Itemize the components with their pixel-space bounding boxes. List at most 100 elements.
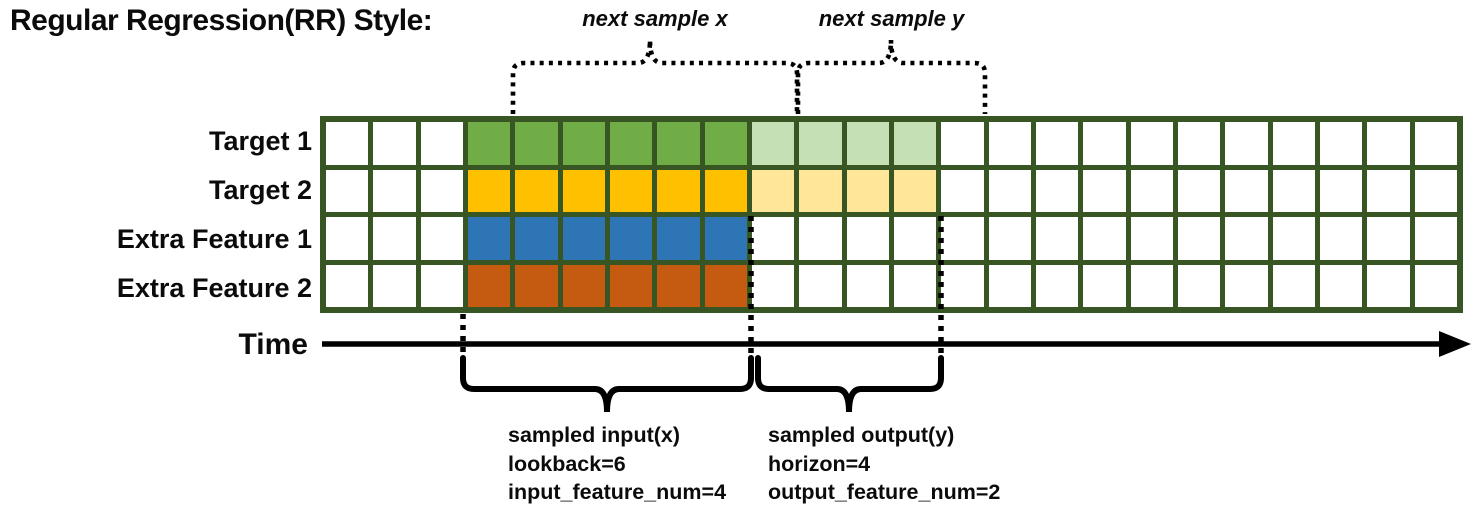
time-step-cell xyxy=(1130,122,1173,165)
time-step-cell xyxy=(704,264,747,307)
row-label-extra-feature-1: Extra Feature 1 xyxy=(116,224,312,254)
time-step-cell xyxy=(1225,122,1268,165)
time-step-cell xyxy=(1272,169,1315,212)
time-step-cell xyxy=(515,122,558,165)
time-step-cell xyxy=(373,122,416,165)
time-step-cell xyxy=(515,169,558,212)
time-step-cell xyxy=(988,169,1031,212)
time-step-cell xyxy=(1035,169,1079,212)
time-step-cell xyxy=(1414,264,1457,307)
time-step-cell xyxy=(373,217,416,260)
row-label-target-2: Target 2 xyxy=(208,175,312,205)
time-step-cell xyxy=(1319,264,1363,307)
next-sample-y-brace xyxy=(795,39,988,114)
time-step-cell xyxy=(326,217,369,260)
time-step-cell xyxy=(1319,122,1363,165)
time-step-cell xyxy=(988,217,1031,260)
time-step-cell xyxy=(1035,264,1079,307)
time-step-cell xyxy=(1319,169,1363,212)
time-step-cell xyxy=(562,217,605,260)
time-step-cell xyxy=(1083,217,1126,260)
time-step-cell xyxy=(657,217,700,260)
time-step-cell xyxy=(1319,217,1363,260)
time-step-cell xyxy=(704,217,747,260)
time-step-cell xyxy=(751,169,795,212)
time-step-cell xyxy=(941,122,984,165)
time-step-cell xyxy=(988,264,1031,307)
time-step-cell xyxy=(1130,169,1173,212)
time-step-cell xyxy=(799,122,842,165)
time-step-cell xyxy=(420,264,463,307)
sampled-input-annotation: sampled input(x) lookback=6 input_featur… xyxy=(508,421,726,507)
time-step-cell xyxy=(373,169,416,212)
time-step-cell xyxy=(1272,122,1315,165)
time-step-cell xyxy=(609,264,653,307)
time-step-cell xyxy=(1177,217,1221,260)
time-step-cell xyxy=(846,217,889,260)
time-step-cell xyxy=(846,122,889,165)
time-step-cell xyxy=(420,169,463,212)
time-step-cell xyxy=(1177,264,1221,307)
time-step-cell xyxy=(893,217,937,260)
time-step-cell xyxy=(326,169,369,212)
diagram-title: Regular Regression(RR) Style: xyxy=(10,4,433,37)
time-step-cell xyxy=(609,217,653,260)
time-step-grid xyxy=(320,116,1463,313)
time-step-cell xyxy=(657,122,700,165)
time-step-cell xyxy=(893,264,937,307)
row-label-target-1: Target 1 xyxy=(208,126,312,156)
time-step-cell xyxy=(467,169,511,212)
horizon-line: horizon=4 xyxy=(768,451,871,476)
input-feature-num-line: input_feature_num=4 xyxy=(508,480,727,504)
time-step-cell xyxy=(941,264,984,307)
time-step-cell xyxy=(1083,169,1126,212)
time-step-cell xyxy=(515,217,558,260)
sampled-input-line: sampled input(x) xyxy=(508,423,681,447)
time-step-cell xyxy=(941,169,984,212)
time-step-cell xyxy=(1225,264,1268,307)
time-step-cell xyxy=(941,217,984,260)
time-step-cell xyxy=(799,217,842,260)
time-step-cell xyxy=(420,217,463,260)
time-step-cell xyxy=(1414,217,1457,260)
time-step-cell xyxy=(562,169,605,212)
time-step-cell xyxy=(1225,169,1268,212)
time-step-cell xyxy=(657,264,700,307)
time-step-cell xyxy=(846,264,889,307)
time-step-cell xyxy=(799,264,842,307)
time-step-cell xyxy=(657,169,700,212)
time-step-cell xyxy=(988,122,1031,165)
next-sample-x-label: next sample x xyxy=(582,6,728,31)
time-step-cell xyxy=(893,169,937,212)
time-step-cell xyxy=(515,264,558,307)
time-step-cell xyxy=(1177,169,1221,212)
time-step-cell xyxy=(846,169,889,212)
time-step-cell xyxy=(467,217,511,260)
input-window-brace xyxy=(460,355,754,413)
time-step-cell xyxy=(1367,169,1410,212)
time-step-cell xyxy=(1130,217,1173,260)
time-step-cell xyxy=(609,169,653,212)
time-step-cell xyxy=(1177,122,1221,165)
sampled-output-line: sampled output(y) xyxy=(768,423,955,447)
time-step-cell xyxy=(562,122,605,165)
row-label-extra-feature-2: Extra Feature 2 xyxy=(116,273,312,303)
output-feature-num-line: output_feature_num=2 xyxy=(768,480,1001,504)
time-step-cell xyxy=(609,122,653,165)
time-step-cell xyxy=(1367,122,1410,165)
time-step-cell xyxy=(1130,264,1173,307)
time-step-cell xyxy=(326,264,369,307)
time-step-cell xyxy=(751,217,795,260)
time-step-cell xyxy=(704,122,747,165)
time-step-cell xyxy=(1083,122,1126,165)
time-step-cell xyxy=(326,122,369,165)
time-step-cell xyxy=(1272,264,1315,307)
time-step-cell xyxy=(1367,264,1410,307)
time-step-cell xyxy=(751,122,795,165)
lookback-line: lookback=6 xyxy=(508,451,626,476)
time-step-cell xyxy=(1083,264,1126,307)
time-step-cell xyxy=(1414,169,1457,212)
sampled-output-annotation: sampled output(y) horizon=4 output_featu… xyxy=(768,421,1000,507)
next-sample-x-brace xyxy=(510,39,800,114)
